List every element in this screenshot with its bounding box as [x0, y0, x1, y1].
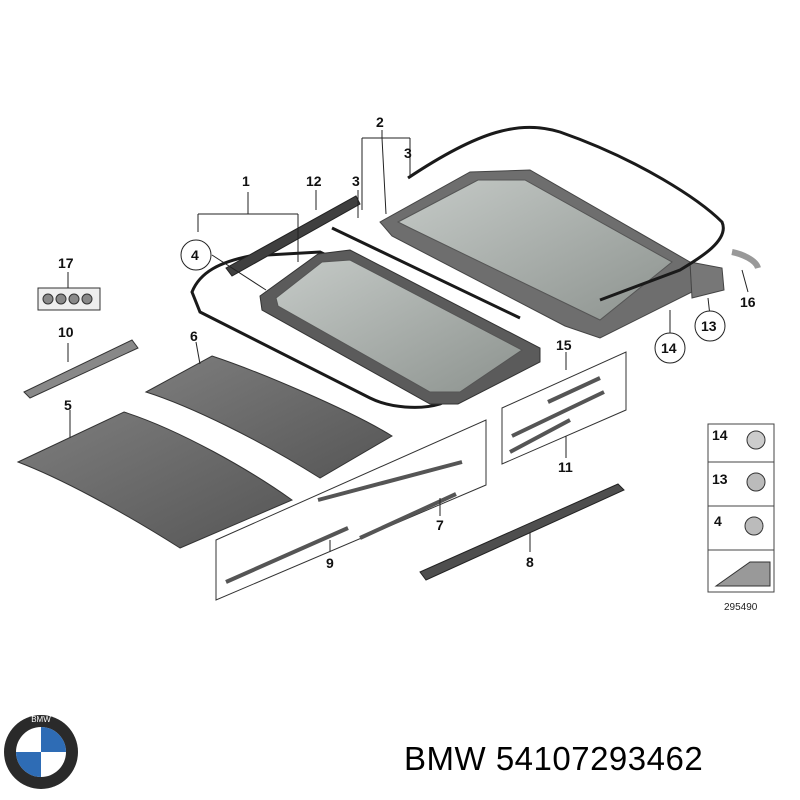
bmw-logo: BMW — [4, 715, 78, 789]
clip-set — [42, 293, 93, 305]
callout-17: 17 — [58, 255, 74, 271]
callout-15: 15 — [556, 337, 572, 353]
callout-2: 2 — [376, 114, 384, 130]
legend-4: 4 — [714, 513, 722, 529]
rail-group-box — [215, 419, 487, 601]
svg-text:BMW: BMW — [31, 715, 51, 724]
legend-13: 13 — [712, 471, 728, 487]
callout-5: 5 — [64, 397, 72, 413]
callout-10: 10 — [58, 324, 74, 340]
callout-8: 8 — [526, 554, 534, 570]
front-glass-panel — [190, 249, 541, 409]
mechanism-parts — [509, 376, 605, 454]
mechanism-box — [501, 351, 627, 465]
fastener-4-icon — [744, 516, 764, 536]
callout-16: 16 — [740, 294, 756, 310]
callout-3-lower: 3 — [352, 173, 360, 189]
guide-rail — [23, 339, 139, 399]
callout-11: 11 — [558, 459, 573, 475]
rear-seal — [407, 125, 725, 302]
callout-14: 14 — [661, 340, 677, 356]
callout-9: 9 — [326, 555, 334, 571]
fastener-14-icon — [746, 430, 766, 450]
callout-4: 4 — [191, 247, 199, 263]
hose — [731, 249, 761, 270]
fastener-13-icon — [746, 472, 766, 492]
drain-strip — [419, 483, 625, 581]
callout-13: 13 — [701, 318, 717, 334]
callout-6: 6 — [190, 328, 198, 344]
legend-14: 14 — [712, 427, 728, 443]
callout-3-upper: 3 — [404, 145, 412, 161]
callout-1: 1 — [242, 173, 250, 189]
seal-strip — [331, 226, 521, 320]
part-number-caption: BMW 54107293462 — [404, 740, 704, 777]
leader-lines — [67, 130, 749, 552]
headliner-front — [144, 355, 393, 479]
fastener-legend: 14 13 4 — [707, 423, 775, 593]
callout-12: 12 — [306, 173, 322, 189]
scale-icon — [714, 561, 771, 587]
wind-deflector — [225, 195, 361, 277]
headliner-rear — [16, 411, 294, 549]
callout-7: 7 — [436, 517, 444, 533]
figure-number: 295490 — [724, 602, 758, 613]
